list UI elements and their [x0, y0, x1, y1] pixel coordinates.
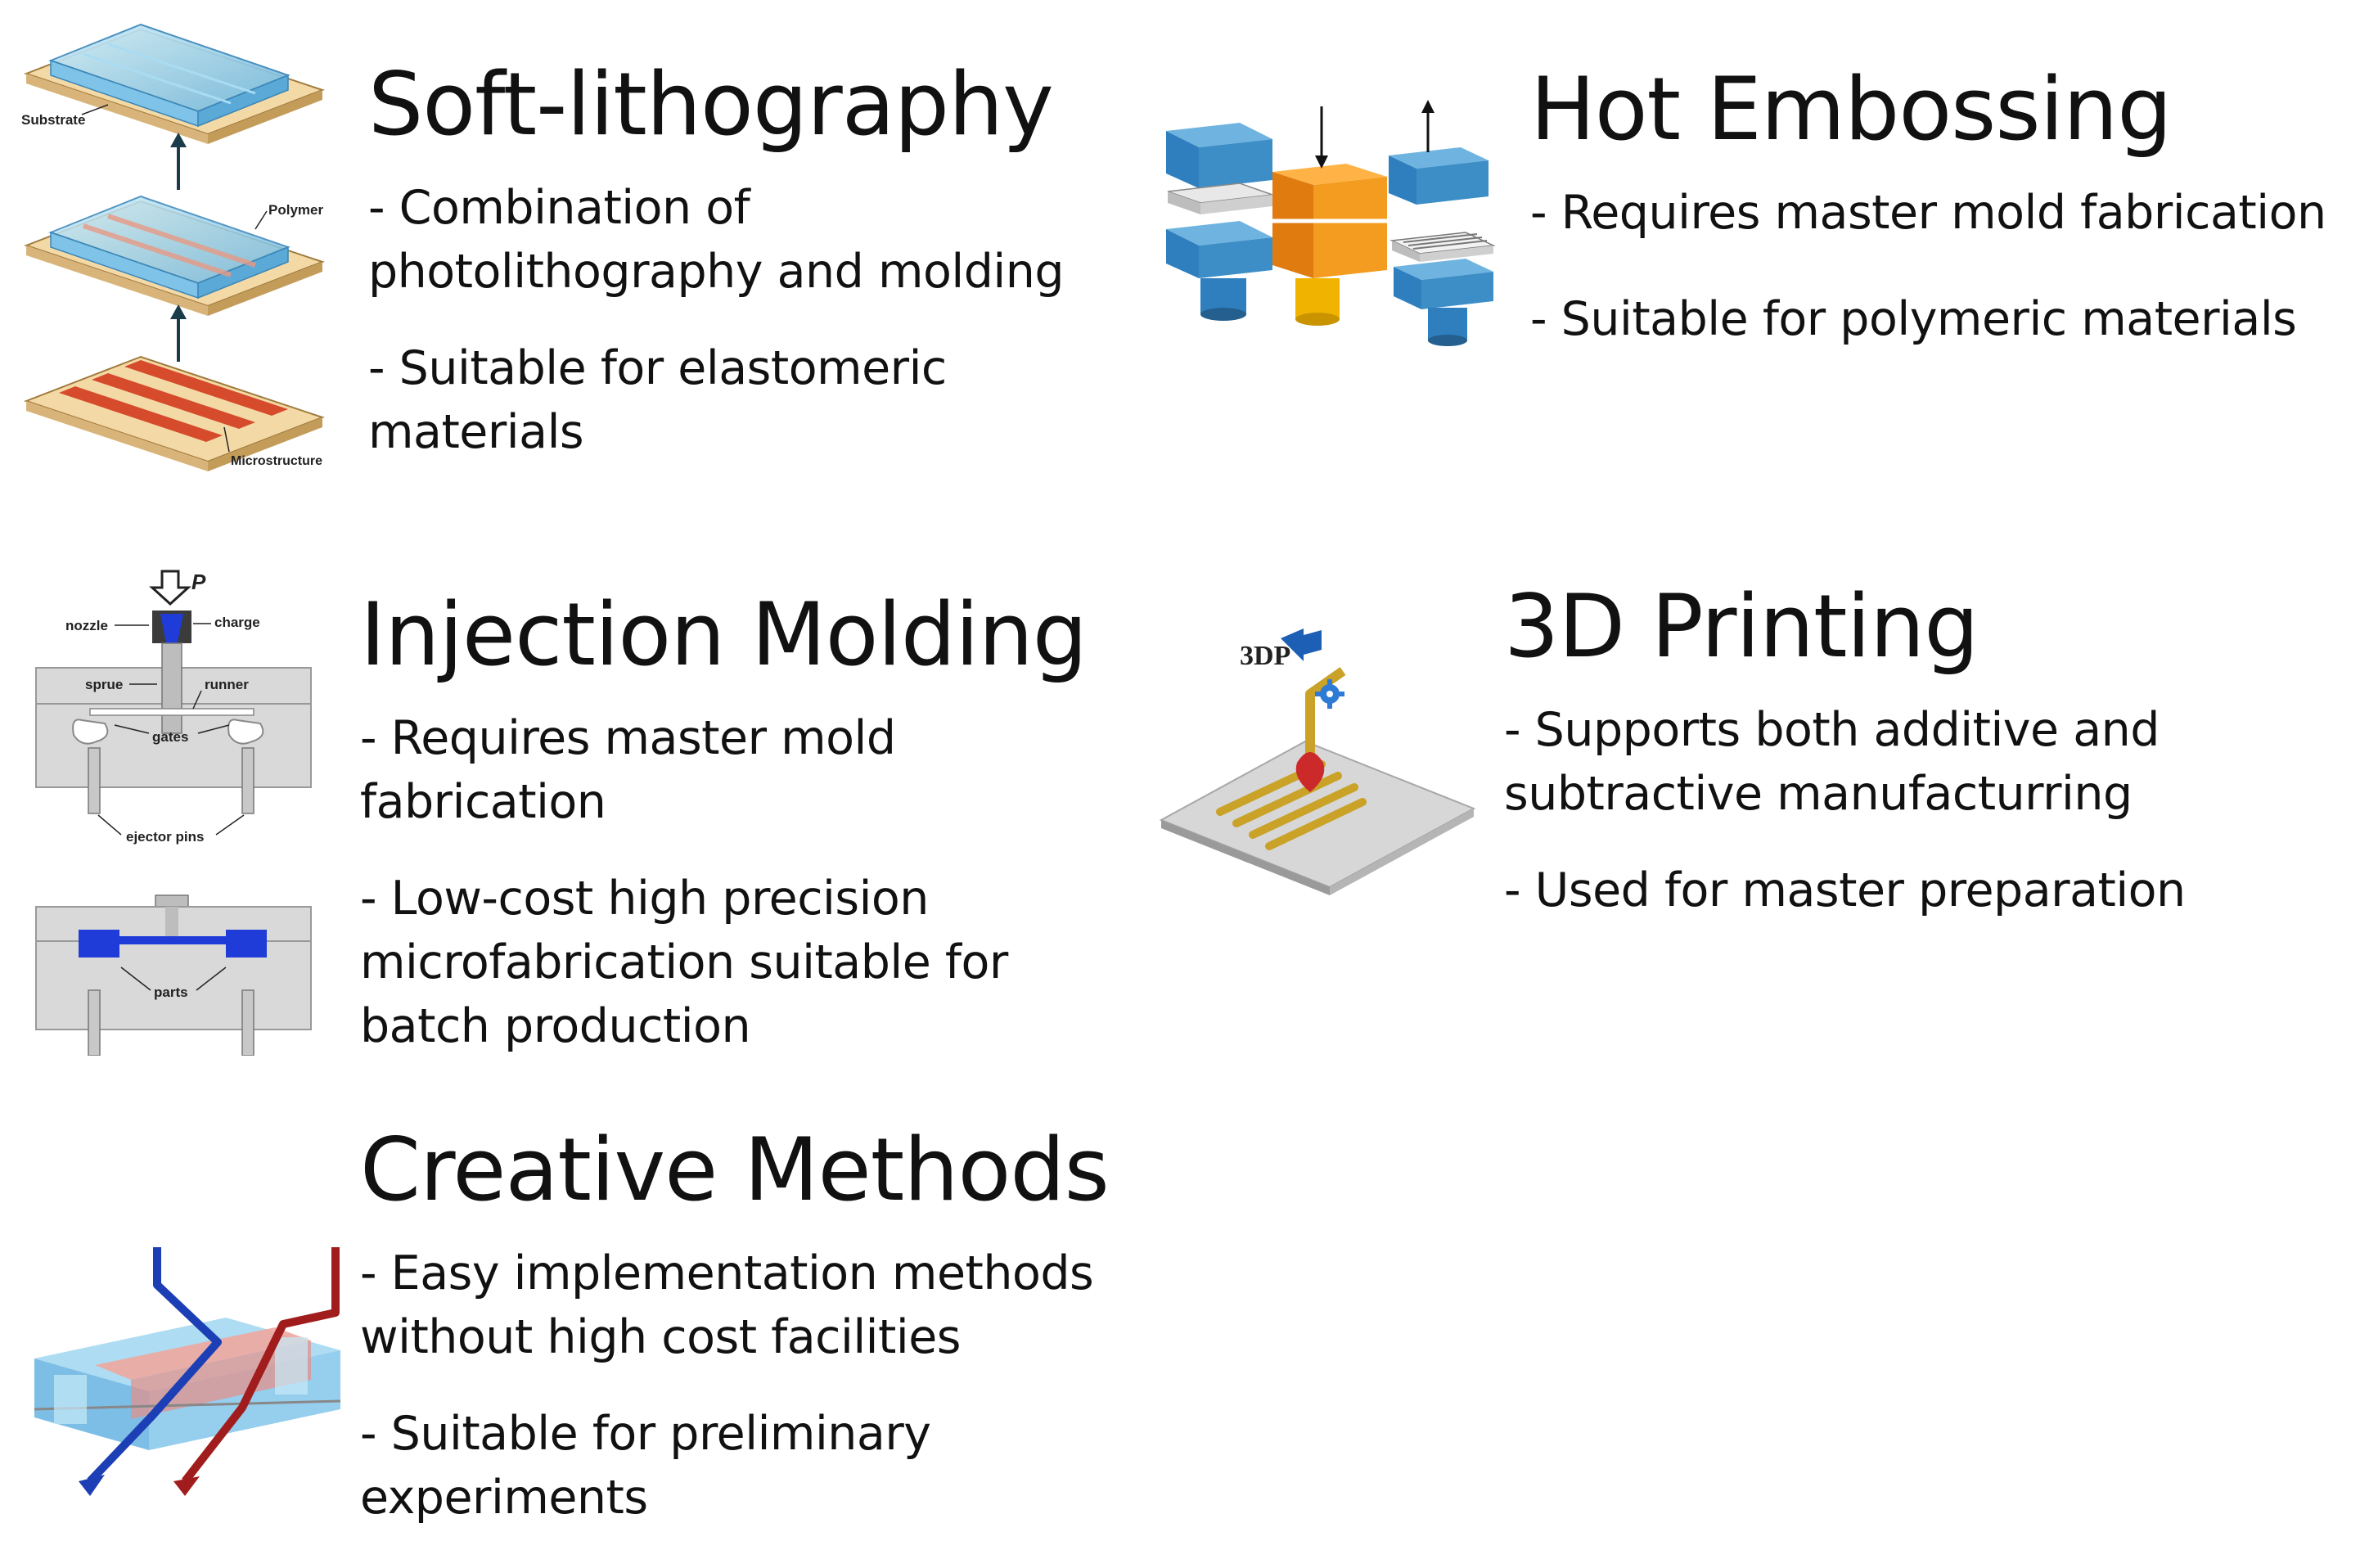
nozzle-label: nozzle	[65, 618, 108, 633]
embossing-press-icon	[1272, 164, 1387, 326]
runner-label: runner	[205, 677, 249, 692]
bullet-text: - Combination of photolithography and mo…	[368, 180, 1065, 299]
bullet-text: - Suitable for polymeric materials	[1530, 291, 2297, 346]
upper-mold-block-icon	[1166, 123, 1272, 188]
gates-label: gates	[152, 729, 188, 745]
lower-mold-icon	[35, 894, 312, 1056]
section-title: Creative Methods	[360, 1120, 1110, 1220]
polymer-label: Polymer	[268, 202, 323, 218]
soft-lithography-figure: Substrate Polymer	[18, 18, 329, 476]
bullet-text: - Low-cost high precision microfabricati…	[360, 871, 1008, 1053]
3d-printing-figure: 3DP	[1158, 606, 1485, 925]
microstructure-label: Microstructure	[231, 454, 322, 468]
motion-arrow-icon	[1281, 629, 1322, 661]
bullet-text: - Requires master mold fabrication	[1530, 185, 2326, 240]
patterned-substrate-icon	[1389, 232, 1496, 346]
creative-methods-figure	[29, 1236, 340, 1498]
red-flow-arrow-icon	[182, 1247, 340, 1485]
bullet-text: - Suitable for elastomeric materials	[368, 340, 947, 459]
bullet-text: - Easy implementation methods without hi…	[360, 1246, 1094, 1364]
3dp-label: 3DP	[1240, 641, 1290, 671]
red-arrowhead-icon	[173, 1476, 200, 1496]
bullet-text: - Used for master preparation	[1504, 863, 2186, 917]
hot-embossing-section: Hot Embossing - Requires master mold fab…	[1530, 59, 2332, 351]
print-bed-icon	[1159, 740, 1476, 895]
blue-arrowhead-icon	[79, 1475, 105, 1496]
nozzle-icon	[152, 611, 191, 647]
sprue-label: sprue	[85, 677, 123, 692]
lower-mold-block-icon	[1166, 221, 1272, 321]
blue-flow-arrow-icon	[87, 1247, 222, 1485]
section-title: Soft-lithography	[368, 54, 1054, 155]
upper-mold-icon	[35, 642, 312, 814]
section-title: 3D Printing	[1504, 576, 1979, 677]
microstructure-master-icon	[24, 355, 325, 471]
parts-label: parts	[154, 985, 188, 1000]
section-title: Hot Embossing	[1530, 59, 2173, 160]
soft-lithography-section: Soft-lithography - Combination of photol…	[368, 54, 1121, 464]
upper-mold-block-icon	[1389, 147, 1489, 205]
print-nozzle-icon	[1295, 667, 1346, 792]
gear-icon	[1315, 679, 1344, 709]
layered-chip-icon	[34, 1318, 340, 1450]
bullet-text: - Supports both additive and subtractive…	[1504, 702, 2160, 821]
polymer-sheet-icon	[1167, 182, 1273, 214]
pressure-arrow-icon	[149, 570, 191, 606]
creative-methods-section: Creative Methods - Easy implementation m…	[360, 1120, 1110, 1530]
pressure-label: P	[191, 570, 206, 594]
injection-molding-figure: P nozzle charge sprue r	[33, 565, 327, 1056]
hot-embossing-figure	[1158, 98, 1502, 360]
up-arrow-icon	[170, 133, 187, 190]
section-title: Injection Molding	[360, 584, 1088, 685]
up-arrow-icon	[1421, 100, 1434, 152]
bullet-text: - Suitable for preliminary experiments	[360, 1406, 931, 1525]
ejector-pins-label: ejector pins	[126, 829, 204, 845]
polymer-mold-icon	[24, 195, 325, 316]
down-arrow-icon	[1315, 106, 1328, 169]
bullet-text: - Requires master mold fabrication	[360, 710, 896, 829]
bonded-chip-icon	[24, 23, 325, 144]
charge-label: charge	[214, 615, 260, 630]
substrate-label: Substrate	[21, 112, 85, 128]
injection-molding-section: Injection Molding - Requires master mold…	[360, 584, 1097, 1058]
up-arrow-icon	[170, 304, 187, 362]
3d-printing-section: 3D Printing - Supports both additive and…	[1504, 579, 2355, 922]
